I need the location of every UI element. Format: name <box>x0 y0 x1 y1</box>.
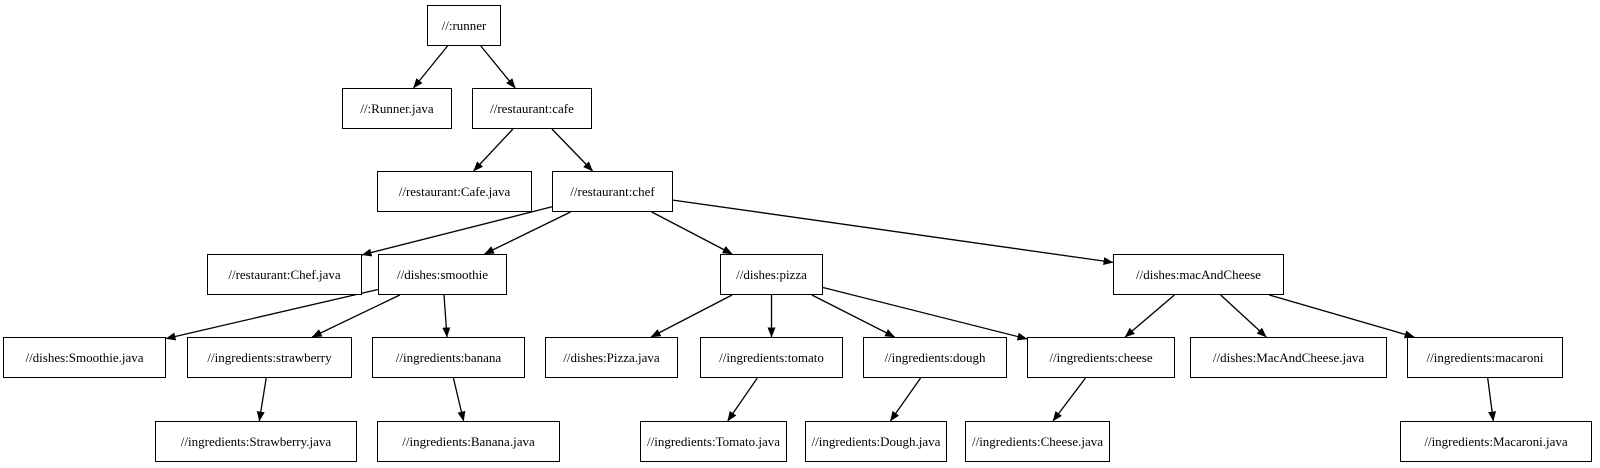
node-runner: //:runner <box>427 5 501 46</box>
node-label: //dishes:MacAndCheese.java <box>1212 349 1365 365</box>
node-cheese: //ingredients:cheese <box>1027 337 1175 378</box>
node-label: //restaurant:cafe <box>490 100 574 116</box>
node-label: //ingredients:Macaroni.java <box>1424 433 1568 449</box>
edge-cheese-to-cheese-java <box>1052 377 1087 422</box>
node-label: //ingredients:Tomato.java <box>646 433 781 449</box>
node-label: //ingredients:dough <box>884 349 986 365</box>
node-label: //ingredients:tomato <box>719 349 824 365</box>
node-cafe: //restaurant:cafe <box>472 88 592 129</box>
edge-mac-and-cheese-to-macaroni <box>1269 294 1415 339</box>
node-pizza-java: //dishes:Pizza.java <box>545 337 678 378</box>
node-label: //dishes:macAndCheese <box>1136 266 1261 282</box>
node-strawberry-java: //ingredients:Strawberry.java <box>155 421 357 462</box>
edge-pizza-to-cheese <box>822 286 1028 341</box>
edge-chef-to-smoothie <box>484 211 571 255</box>
node-cheese-java: //ingredients:Cheese.java <box>965 421 1110 462</box>
node-label: //dishes:Smoothie.java <box>25 349 144 365</box>
edge-mac-and-cheese-to-cheese <box>1124 294 1175 338</box>
edge-chef-to-pizza <box>651 211 733 255</box>
edge-pizza-to-dough <box>811 294 896 338</box>
node-dough: //ingredients:dough <box>863 337 1007 378</box>
edge-runner-to-cafe <box>480 45 516 89</box>
node-label: //ingredients:banana <box>395 349 502 365</box>
edge-chef-to-chef-java <box>361 206 553 257</box>
node-chef-java: //restaurant:Chef.java <box>207 254 362 295</box>
node-mac-and-cheese-java: //dishes:MacAndCheese.java <box>1190 337 1387 378</box>
node-pizza: //dishes:pizza <box>720 254 823 295</box>
edge-dough-to-dough-java <box>889 377 922 422</box>
node-label: //dishes:pizza <box>736 266 807 282</box>
edge-tomato-to-tomato-java <box>727 377 758 422</box>
node-banana-java: //ingredients:Banana.java <box>377 421 560 462</box>
node-tomato: //ingredients:tomato <box>700 337 843 378</box>
node-label: //:Runner.java <box>360 100 434 116</box>
node-label: //ingredients:Banana.java <box>402 433 535 449</box>
edge-mac-and-cheese-to-mac-and-cheese-java <box>1220 294 1267 338</box>
edge-banana-to-banana-java <box>452 377 466 422</box>
node-label: //restaurant:chef <box>570 183 655 199</box>
node-banana: //ingredients:banana <box>372 337 525 378</box>
node-label: //dishes:smoothie <box>397 266 488 282</box>
node-label: //:runner <box>441 17 487 33</box>
node-smoothie: //dishes:smoothie <box>378 254 507 295</box>
node-label: //ingredients:cheese <box>1049 349 1153 365</box>
node-mac-and-cheese: //dishes:macAndCheese <box>1113 254 1284 295</box>
node-label: //ingredients:macaroni <box>1426 349 1544 365</box>
edge-smoothie-to-strawberry <box>311 294 401 338</box>
node-macaroni-java: //ingredients:Macaroni.java <box>1400 421 1592 462</box>
node-label: //ingredients:Dough.java <box>811 433 941 449</box>
node-chef: //restaurant:chef <box>552 171 673 212</box>
edge-smoothie-to-banana <box>442 294 451 338</box>
edge-cafe-to-cafe-java <box>473 128 514 172</box>
edge-pizza-to-pizza-java <box>650 294 733 338</box>
edge-chef-to-mac-and-cheese <box>672 199 1114 266</box>
edge-strawberry-to-strawberry-java <box>256 377 267 422</box>
node-tomato-java: //ingredients:Tomato.java <box>640 421 787 462</box>
node-smoothie-java: //dishes:Smoothie.java <box>3 337 166 378</box>
node-dough-java: //ingredients:Dough.java <box>805 421 947 462</box>
node-label: //dishes:Pizza.java <box>563 349 660 365</box>
edge-macaroni-to-macaroni-java <box>1487 377 1497 422</box>
node-label: //ingredients:Cheese.java <box>971 433 1104 449</box>
node-cafe-java: //restaurant:Cafe.java <box>377 171 532 212</box>
edge-runner-to-runner-java <box>412 45 449 89</box>
node-label: //restaurant:Cafe.java <box>398 183 511 199</box>
node-label: //restaurant:Chef.java <box>228 266 341 282</box>
edge-cafe-to-chef <box>551 128 594 172</box>
node-macaroni: //ingredients:macaroni <box>1407 337 1563 378</box>
node-label: //ingredients:Strawberry.java <box>180 433 332 449</box>
node-label: //ingredients:strawberry <box>207 349 332 365</box>
edge-smoothie-to-smoothie-java <box>165 288 379 341</box>
node-runner-java: //:Runner.java <box>342 88 452 129</box>
node-strawberry: //ingredients:strawberry <box>187 337 352 378</box>
